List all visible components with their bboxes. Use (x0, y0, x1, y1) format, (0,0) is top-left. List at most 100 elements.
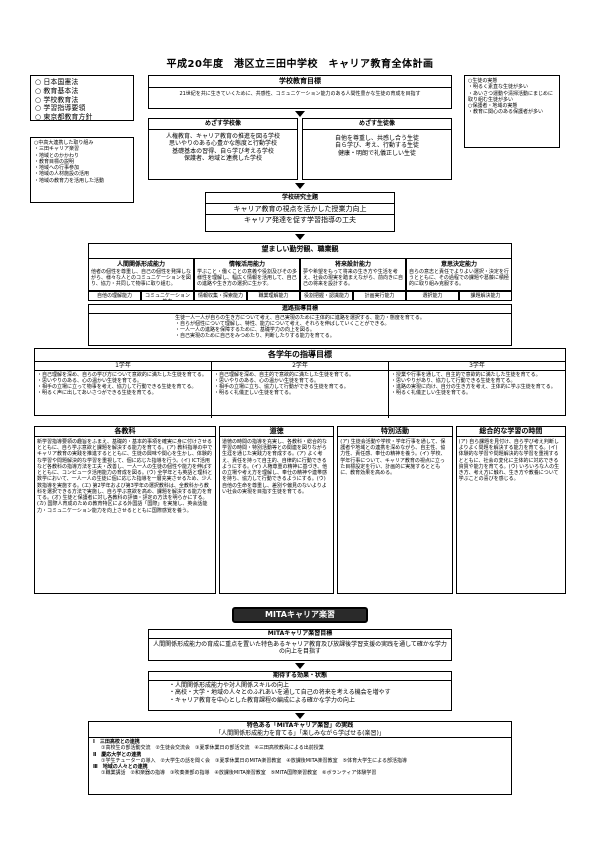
grade-name: 2学年 (212, 362, 388, 371)
practice-section-items: ①学生チューターの導入 ②大学生の話を聞く会 ③夏季休業日のMITA楽習教室 ④… (101, 757, 408, 764)
student-item: ・あいさつ運動や清掃活動にまじめに取り組む生徒が多い (468, 90, 554, 103)
ability-sub-row: 自他の理解能力 コミュニケーション能力 情報収集・探索能力 職業理解能力 役割把… (88, 291, 512, 301)
ability-desc: 夢や希望をもって将来の生き方や生活を考え、社会の現実を踏まえながら、前向きに自己… (303, 268, 404, 288)
school-image-line: 人権教育、キャリア教育の推進を図る学校 (165, 132, 280, 140)
mita-practice-box: 特色ある「MITAキャリア楽習」の実践 「人間関係形成能力を育てる」「楽しみなが… (88, 721, 512, 795)
school-goal-text: 21世紀を共に生きていくために、共感性、コミュニケーション能力のある人間性豊かな… (179, 90, 421, 97)
ability-desc: 学ぶこと・働くことの意義や役割及びその多様性を理解し、幅広く情報を活用して、自己… (197, 268, 297, 288)
student-image-line: 自他を尊重し、共感し合う生徒 (334, 134, 419, 142)
area-text: 道徳の時間の指導を充実し、各教科・総合的な学習の時間・特別活動等との関連を図りな… (221, 438, 328, 495)
areas-row: 各教科 新学習指導要領の趣旨をふまえ、基礎的・基本的事項を確実に身に付けさせると… (34, 426, 567, 594)
parent-item: ・教育に関心のある保護者が多い (468, 109, 544, 116)
student-image-heading: めざす生徒像 (303, 119, 451, 130)
area-special: 特別活動 (ア) 生徒会活動や学校・学年行事を通して、保護者や地域との連携を深め… (337, 426, 453, 594)
student-heading: ○生徒の実態 (468, 78, 498, 84)
school-image-line: 基礎基本の習得、自ら学び考える学校 (172, 147, 274, 155)
mita-banner: MITAキャリア楽習 (232, 607, 368, 623)
student-image-box: めざす生徒像 自他を尊重し、共感し合う生徒 自ら学び、考え、行動する生徒 健康・… (302, 118, 452, 180)
local-heading: ○中高大連携した取り組み (34, 140, 94, 146)
ability-cell: 人間関係形成能力 他者の個性を尊重し、自己の個性を発揮しながら、様々な人とのコミ… (88, 258, 194, 291)
law-item: ○ 日本国憲法 (35, 78, 79, 86)
practice-section-items: ①高校生の部活動交流 ②生徒会交流会 ③夏季休業日の部活交流 ④三田高校教員によ… (101, 745, 324, 752)
grade-line: ・進路の実現に向け、自分の生き方を考え、主体的に学ぶ生徒を育てる。 (391, 384, 556, 390)
student-image-line: 自ら学び、考え、行動する生徒 (334, 142, 419, 149)
flow-arrow (295, 663, 305, 669)
ability-desc: 他者の個性を尊重し、自己の個性を発揮しながら、様々な人とのコミュニケーションを図… (91, 268, 192, 288)
school-goal-heading: 学校教育目標 (149, 76, 451, 88)
law-item: ○ 学習指導要領 (35, 104, 86, 113)
flow-arrow (295, 234, 305, 240)
practice-section-title: Ⅰ 三田高校との連携 (93, 739, 140, 745)
grade-name: 1学年 (35, 362, 211, 371)
research-line: キャリア教育の視点を活かした授業力向上 (206, 204, 394, 216)
grades-heading: 各学年の指導目標 (35, 349, 565, 362)
law-item: ○ 教育基本法 (35, 86, 79, 95)
mita-goal-text: 人間関係形成能力の育成に重点を置いた特色あるキャリア教育及び放課後学習支援の実践… (153, 640, 447, 656)
student-image-line: 健康・明朗で礼儀正しい生徒 (337, 149, 416, 157)
mita-goal-box: MITAキャリア楽習目標 人間関係形成能力の育成に重点を置いた特色あるキャリア教… (148, 629, 452, 661)
grade-name: 3学年 (389, 362, 565, 371)
ability-sub: 役割把握・認識能力 (300, 291, 353, 301)
mita-effect-heading: 期待する効果・状態 (149, 672, 451, 681)
school-goal-box: 学校教育目標 21世紀を共に生きていくために、共感性、コミュニケーション能力のあ… (148, 75, 452, 109)
area-text: (ア) 自ら課題を見付け、自ら学び考え判断しよりよく問題を解決する能力を育てる。… (458, 438, 560, 483)
ability-sub: 選択能力 (406, 291, 459, 301)
parent-heading: ○保護者・地域の実態 (468, 103, 518, 109)
area-name: 道徳 (219, 427, 334, 437)
school-image-line: 保護者、地域と連携した学校 (183, 155, 262, 162)
area-text: (ア) 生徒会活動や学校・学年行事を通して、保護者や地域との連携を深めながら、自… (340, 438, 446, 476)
mita-goal-heading: MITAキャリア楽習目標 (149, 630, 451, 639)
grade-col: 1学年 ・自己理解を深め、自らの学び方について意欲的に満たした生徒を育てる。 ・… (35, 362, 212, 418)
laws-box: ○ 日本国憲法 ○ 教育基本法 ○ 学校教育法 ○ 学習指導要領 ○ 東京都教育… (30, 75, 134, 121)
grades-box: 各学年の指導目標 1学年 ・自己理解を深め、自らの学び方について意欲的に満たした… (34, 348, 566, 418)
guidance-heading: 進路指導目標 (89, 305, 511, 314)
student-box: ○生徒の実態 ・明るく素直な生徒が多い ・あいさつ運動や清掃活動にまじめに取り組… (464, 75, 560, 148)
grade-line: ・思いやりのある、心の温かい生徒を育てる。 (37, 377, 143, 384)
ability-cell: 将来設計能力 夢や希望をもって将来の生き方や生活を考え、社会の現実を踏まえながら… (300, 258, 406, 291)
grade-line: ・明るく礼儀正しい生徒を育てる。 (214, 390, 295, 397)
grade-line: ・明るく声に出してあいさつができる生徒を育てる。 (37, 390, 157, 397)
student-item: ・明るく素直な生徒が多い (468, 84, 529, 91)
ability-sub: 自他の理解能力 (88, 291, 141, 301)
career-view-heading: 望ましい勤労観、職業観 (261, 245, 339, 253)
grade-line: ・相手の立場に立ち、協力して行動ができる生徒を育てる。 (214, 384, 349, 390)
local-item: ・地域とのかかわり (34, 152, 79, 159)
mita-practice-sub: 「人間関係形成能力を育てる」「楽しみながら学ばせる(楽習)」 (89, 730, 511, 738)
school-image-line: 思いやりのある心豊かな態度と行動学校 (168, 140, 277, 147)
grade-line: ・自己理解を深め、自らの学び方について意欲的に満たした生徒を育てる。 (37, 371, 207, 378)
grade-col: 3学年 ・授業や行事を通して、自主的で意欲的に満たした生徒を育てる。 ・思いやり… (389, 362, 565, 418)
area-moral: 道徳 道徳の時間の指導を充実し、各教科・総合的な学習の時間・特別活動等との関連を… (218, 426, 335, 594)
practice-section-items: ①職業講話 ②和楽器の指導 ③吹奏楽部の指導 ④放課後MITA楽習教室 ⑤MIT… (101, 770, 377, 777)
grade-line: ・思いやりがあり、協力して行動できる生徒を育てる。 (391, 377, 516, 384)
ability-name: 情報活用能力 (228, 261, 265, 268)
law-item: ○ 東京都教育方針 (35, 113, 93, 121)
mita-effect: ・高校・大学・地域の人々とのふれあいを通して自己の将来を考える機会を増やす (169, 689, 391, 696)
area-integrated: 総合的な学習の時間 (ア) 自ら課題を見付け、自ら学び考え判断しよりよく問題を解… (455, 426, 567, 594)
local-item: ・地域への行事参加 (34, 165, 80, 171)
flow-arrow (295, 183, 305, 189)
area-name: 特別活動 (338, 427, 452, 437)
area-name: 総合的な学習の時間 (456, 427, 566, 437)
ability-cell: 意思決定能力 自らの意志と責任でよりよい選択・決定を行うとともに、その過程での課… (406, 258, 512, 291)
mita-practice-heading: 特色ある「MITAキャリア楽習」の実践 (246, 722, 354, 729)
grade-line: ・授業や行事を通して、自主的で意欲的に満たした生徒を育てる。 (391, 371, 541, 378)
area-name: 各教科 (35, 427, 215, 437)
grade-col: 2学年 ・自己理解を深め、自主的で意欲的に満たした生徒を育てる。 ・思いやりのあ… (212, 362, 389, 418)
area-subjects: 各教科 新学習指導要領の趣旨をふまえ、基礎的・基本的事項を確実に身に付けさせると… (34, 426, 216, 594)
local-item: ・教育目標の説明 (34, 158, 75, 165)
local-item: ・地域の人材施設の活用 (34, 171, 90, 178)
flow-arrow (295, 111, 305, 117)
ability-sub: 計画実行能力 (353, 291, 406, 301)
ability-sub: コミュニケーション能力 (141, 291, 194, 301)
research-line: キャリア発達を促す学習指導の工夫 (244, 216, 356, 225)
practice-section-title: Ⅲ 地域の人々との連携 (93, 764, 148, 770)
abilities-row: 人間関係形成能力 他者の個性を尊重し、自己の個性を発揮しながら、様々な人とのコミ… (88, 258, 512, 291)
grade-line: ・自己理解を深め、自主的で意欲的に満たした生徒を育てる。 (214, 371, 355, 378)
school-image-heading: めざす学校像 (149, 119, 297, 130)
ability-sub: 情報収集・探索能力 (194, 291, 247, 301)
mita-effect-box: 期待する効果・状態 ・人間関係形成能力や対人関係スキルの向上 ・高校・大学・地域… (148, 671, 452, 711)
ability-cell: 情報活用能力 学ぶこと・働くことの意義や役割及びその多様性を理解し、幅広く情報を… (194, 258, 300, 291)
practice-section-title: Ⅱ 慶応大学との連携 (93, 751, 142, 758)
laws-list: ○ 日本国憲法 ○ 教育基本法 ○ 学校教育法 ○ 学習指導要領 ○ 東京都教育… (35, 78, 129, 122)
ability-name: 人間関係形成能力 (116, 261, 165, 268)
